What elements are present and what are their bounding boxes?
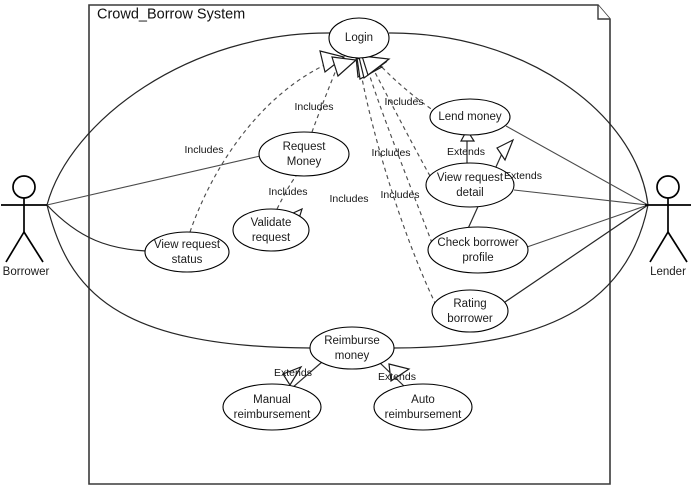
assoc-borrower-view-status — [46, 204, 147, 252]
label-extends-view-detail: Extends — [447, 146, 485, 158]
relationship-labels: Includes Includes Includes Includes Incl… — [184, 96, 542, 383]
use-case-ellipse[interactable] — [222, 383, 322, 431]
actor-borrower[interactable]: Borrower — [1, 175, 50, 278]
assoc-lender-login — [388, 32, 649, 206]
label-includes-view-status: Includes — [184, 144, 223, 156]
label-extends-auto: Extends — [378, 371, 416, 383]
assoc-lender-view-detail — [513, 189, 649, 206]
use-case-view-request-status-label-2: status — [172, 254, 203, 266]
use-case-validate-request[interactable]: Validate request — [232, 208, 310, 252]
use-case-request-money[interactable]: Request Money — [258, 131, 350, 177]
use-case-manual-reimbursement[interactable]: Manual reimbursement — [222, 383, 322, 431]
actor-leg-right-icon — [667, 231, 688, 263]
use-case-view-request-status-label-1: View request — [154, 239, 221, 251]
include-validate-request-money — [276, 175, 297, 210]
assoc-lender-lend-money — [505, 125, 649, 206]
arrowhead-include-lend-money — [361, 55, 391, 76]
association-lines — [46, 32, 649, 349]
use-case-ellipse[interactable] — [328, 17, 390, 59]
use-case-ellipse[interactable] — [429, 98, 511, 136]
label-includes-check-profile: Includes — [380, 189, 419, 201]
arrowhead-extend-manual — [282, 365, 303, 387]
label-includes-validate: Includes — [268, 186, 307, 198]
actor-leg-left-icon — [649, 231, 669, 263]
use-case-auto-reimbursement-label-1: Auto — [411, 394, 435, 406]
use-case-ellipse[interactable] — [232, 208, 310, 252]
use-case-ellipse[interactable] — [427, 226, 529, 274]
include-view-status-login — [189, 62, 330, 233]
use-case-reimburse-money-label-1: Reimburse — [324, 335, 380, 347]
assoc-borrower-request-money — [46, 155, 261, 206]
arrowhead-include-request-money — [331, 56, 358, 78]
label-includes-rating: Includes — [329, 193, 368, 205]
use-case-validate-request-label-1: Validate — [251, 217, 292, 229]
include-relationships — [189, 50, 438, 306]
use-case-check-borrower-profile[interactable]: Check borrower profile — [427, 226, 529, 274]
actor-leg-left-icon — [5, 231, 25, 263]
use-case-reimburse-money[interactable]: Reimburse money — [309, 326, 395, 370]
use-case-login[interactable]: Login — [328, 17, 390, 59]
use-case-rating-borrower-label-2: borrower — [447, 313, 493, 325]
use-case-ellipse[interactable] — [144, 231, 230, 273]
use-case-ellipse[interactable] — [309, 326, 395, 370]
assoc-borrower-login — [46, 32, 331, 206]
use-case-auto-reimbursement[interactable]: Auto reimbursement — [373, 383, 473, 431]
extend-manual-reimburse — [291, 361, 323, 389]
use-case-ellipse[interactable] — [258, 131, 350, 177]
assoc-lender-check-profile — [526, 204, 649, 248]
label-includes-lend-money: Includes — [384, 96, 423, 108]
use-case-ellipse[interactable] — [431, 289, 509, 333]
actor-lender-label: Lender — [650, 266, 686, 278]
use-case-reimburse-money-label-2: money — [335, 350, 370, 362]
use-case-view-request-detail-label-2: detail — [456, 187, 484, 199]
include-check-profile-login — [364, 60, 433, 244]
use-case-check-borrower-profile-label-1: Check borrower — [437, 237, 518, 249]
arrowhead-extend-auto — [388, 363, 411, 383]
actor-leg-right-icon — [23, 231, 44, 263]
use-case-auto-reimbursement-label-2: reimbursement — [385, 409, 462, 421]
use-case-view-request-detail-label-1: View request — [437, 172, 504, 184]
system-boundary-title: Crowd_Borrow System — [97, 7, 245, 23]
use-case-lend-money[interactable]: Lend money — [429, 98, 511, 136]
use-case-validate-request-label-2: request — [252, 232, 291, 244]
use-case-ellipse[interactable] — [425, 162, 515, 208]
use-case-check-borrower-profile-label-2: profile — [462, 252, 493, 264]
use-case-login-label: Login — [345, 32, 373, 44]
use-case-view-request-detail[interactable]: View request detail — [425, 162, 515, 208]
actor-borrower-label: Borrower — [3, 266, 50, 278]
assoc-borrower-reimburse — [46, 204, 311, 349]
label-extends-check-profile: Extends — [504, 170, 542, 182]
use-case-request-money-label-1: Request — [283, 141, 327, 153]
assoc-lender-reimburse — [393, 204, 649, 349]
include-rating-login — [358, 60, 437, 306]
actor-lender[interactable]: Lender — [645, 175, 691, 278]
actor-head-icon — [12, 175, 36, 199]
include-lend-money-login — [376, 61, 438, 114]
actor-head-icon — [656, 175, 680, 199]
arrowhead-extend-check-profile — [496, 138, 515, 162]
assoc-lender-rating — [504, 204, 649, 303]
label-includes-view-detail: Includes — [371, 147, 410, 159]
use-case-view-request-status[interactable]: View request status — [144, 231, 230, 273]
use-case-request-money-label-2: Money — [287, 156, 322, 168]
label-extends-manual: Extends — [274, 367, 312, 379]
use-case-manual-reimbursement-label-2: reimbursement — [234, 409, 311, 421]
use-case-lend-money-label: Lend money — [438, 111, 502, 123]
use-case-manual-reimbursement-label-1: Manual — [253, 394, 291, 406]
use-case-ellipse[interactable] — [373, 383, 473, 431]
label-includes-request-money: Includes — [294, 101, 333, 113]
use-case-rating-borrower-label-1: Rating — [453, 298, 486, 310]
use-case-rating-borrower[interactable]: Rating borrower — [431, 289, 509, 333]
